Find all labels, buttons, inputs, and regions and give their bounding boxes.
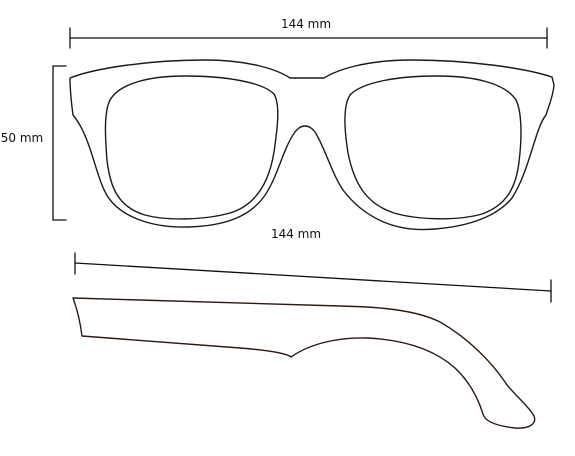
bottom-width-label: 144 mm: [271, 227, 321, 241]
height-label: 50 mm: [1, 131, 43, 145]
top-width-dimension: 144 mm: [69, 17, 548, 49]
temple-arm-outline: [72, 297, 536, 429]
temple-length-dimension: [74, 252, 552, 303]
sunglasses-front-frame: [69, 59, 555, 231]
temple-length-line: [74, 262, 552, 292]
frame-outer-outline: [69, 59, 555, 231]
top-width-label: 144 mm: [281, 17, 331, 31]
height-dimension: 50 mm: [1, 65, 67, 221]
right-lens-outline: [344, 75, 522, 220]
left-lens-outline: [104, 75, 279, 220]
